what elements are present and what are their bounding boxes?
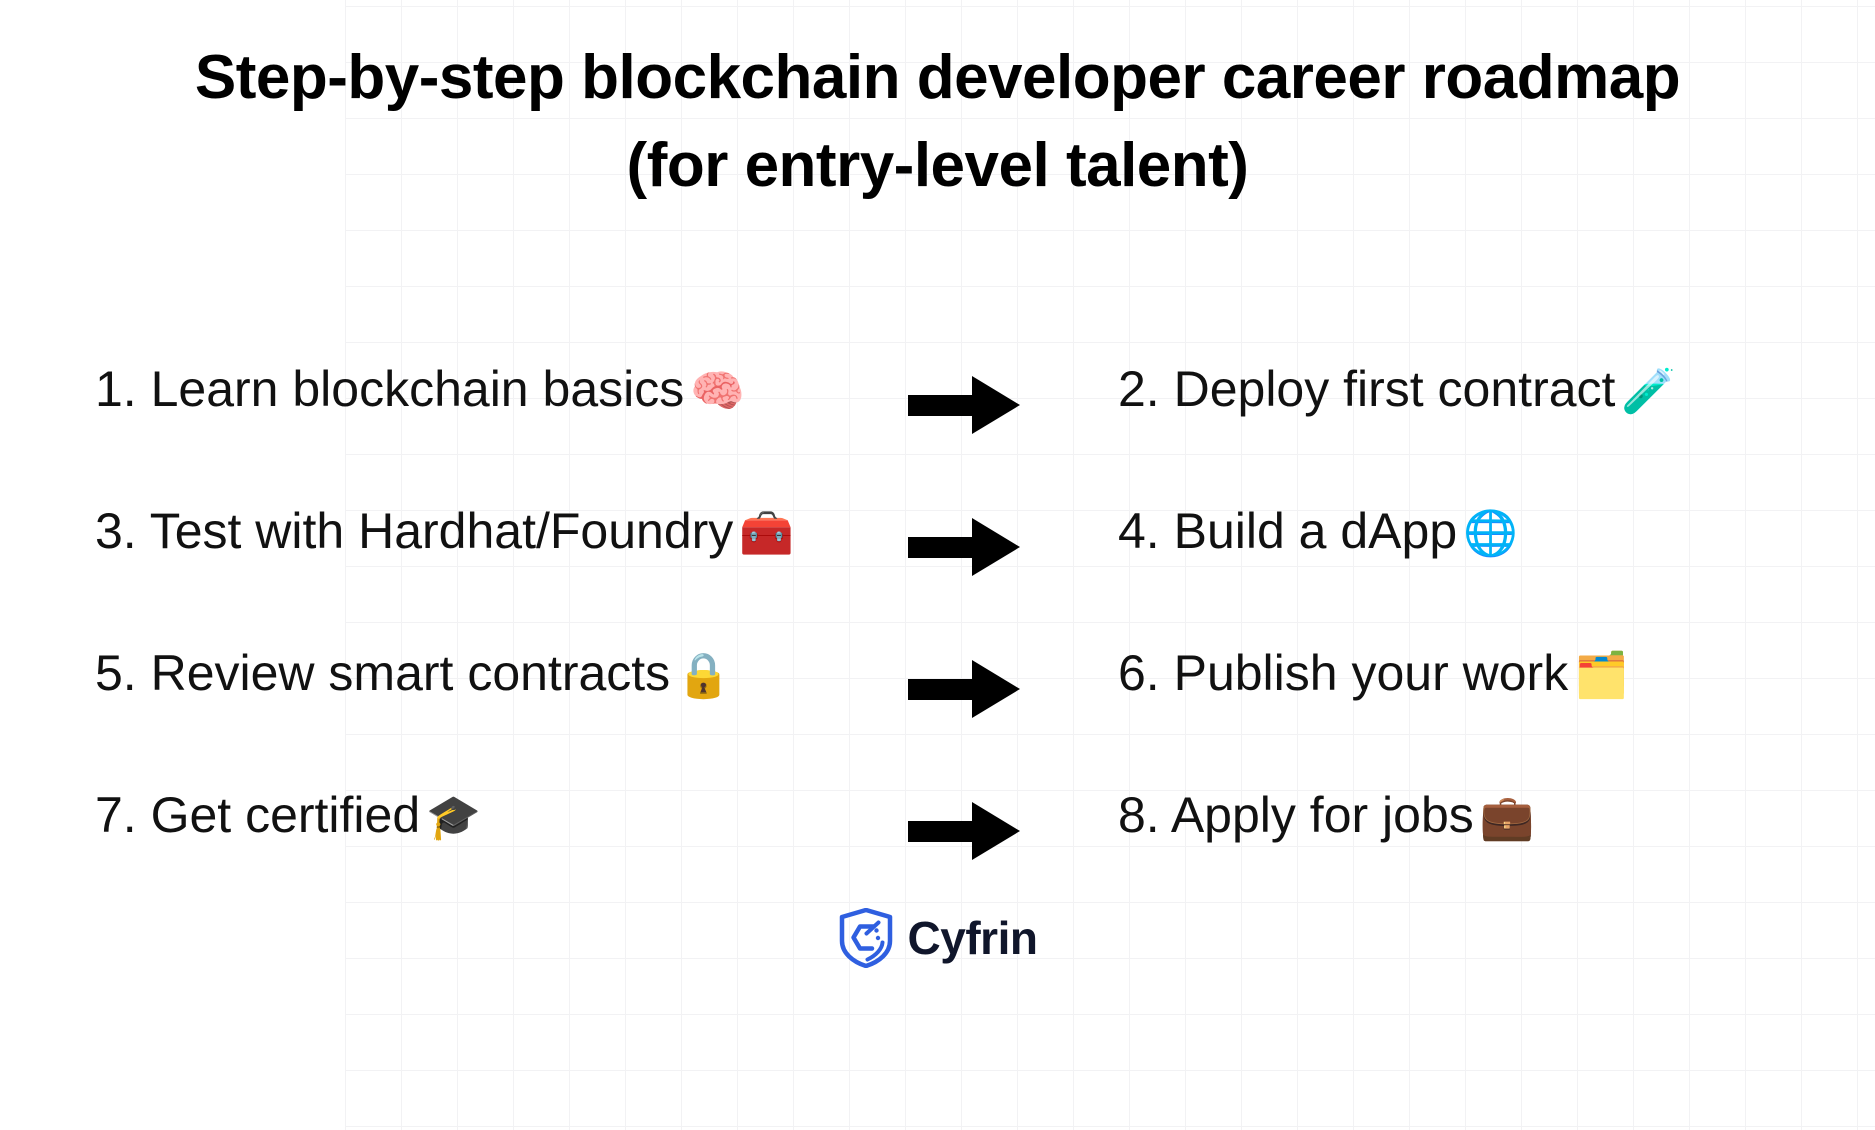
roadmap-row: 5. Review smart contracts🔒 6. Publish yo… [0,622,1875,764]
roadmap-step-4: 4. Build a dApp🌐 [1118,500,1518,565]
page-title: Step-by-step blockchain developer career… [0,34,1875,210]
briefcase-emoji: 💼 [1479,793,1535,842]
roadmap-step-3-label: 3. Test with Hardhat/Foundry [95,503,734,559]
right-arrow-icon-2 [908,518,1020,576]
arrow-shaft [908,395,980,416]
roadmap-step-8: 8. Apply for jobs💼 [1118,784,1535,849]
arrow-head [972,518,1020,576]
roadmap-step-2: 2. Deploy first contract🧪 [1118,358,1676,423]
arrow-head [972,376,1020,434]
roadmap-row: 3. Test with Hardhat/Foundry🧰 4. Build a… [0,480,1875,622]
globe-emoji: 🌐 [1463,509,1518,558]
card-index-dividers-emoji: 🗂️ [1574,651,1629,700]
roadmap-step-7: 7. Get certified🎓 [95,784,481,849]
roadmap-list: 1. Learn blockchain basics🧠 2. Deploy fi… [0,338,1875,906]
roadmap-step-8-label: 8. Apply for jobs [1118,787,1474,843]
cyfrin-shield-logo-icon [838,907,894,969]
arrow-head [972,802,1020,860]
right-arrow-icon-4 [908,802,1020,860]
roadmap-step-6: 6. Publish your work🗂️ [1118,642,1629,707]
title-line-1: Step-by-step blockchain developer career… [194,43,1681,112]
roadmap-row: 1. Learn blockchain basics🧠 2. Deploy fi… [0,338,1875,480]
right-arrow-icon-1 [908,376,1020,434]
arrow-shaft [908,679,980,700]
lock-emoji: 🔒 [676,651,731,700]
roadmap-step-1: 1. Learn blockchain basics🧠 [95,358,745,423]
test-tube-emoji: 🧪 [1621,367,1677,416]
cyfrin-wordmark: Cyfrin [907,912,1038,964]
brand-lockup: Cyfrin [0,907,1875,969]
roadmap-step-1-label: 1. Learn blockchain basics [95,361,685,417]
arrow-shaft [908,537,980,558]
right-arrow-icon-3 [908,660,1020,718]
roadmap-step-5: 5. Review smart contracts🔒 [95,642,731,707]
title-line-2: (for entry-level talent) [626,131,1249,200]
graduation-cap-emoji: 🎓 [426,793,481,842]
arrow-head [972,660,1020,718]
brain-emoji: 🧠 [690,367,746,416]
roadmap-step-4-label: 4. Build a dApp [1118,503,1458,559]
roadmap-step-5-label: 5. Review smart contracts [95,645,671,701]
roadmap-step-7-label: 7. Get certified [95,787,421,843]
roadmap-step-2-label: 2. Deploy first contract [1118,361,1616,417]
arrow-shaft [908,821,980,842]
roadmap-row: 7. Get certified🎓 8. Apply for jobs💼 [0,764,1875,906]
toolbox-emoji: 🧰 [739,509,795,558]
roadmap-step-3: 3. Test with Hardhat/Foundry🧰 [95,500,794,565]
roadmap-step-6-label: 6. Publish your work [1118,645,1569,701]
